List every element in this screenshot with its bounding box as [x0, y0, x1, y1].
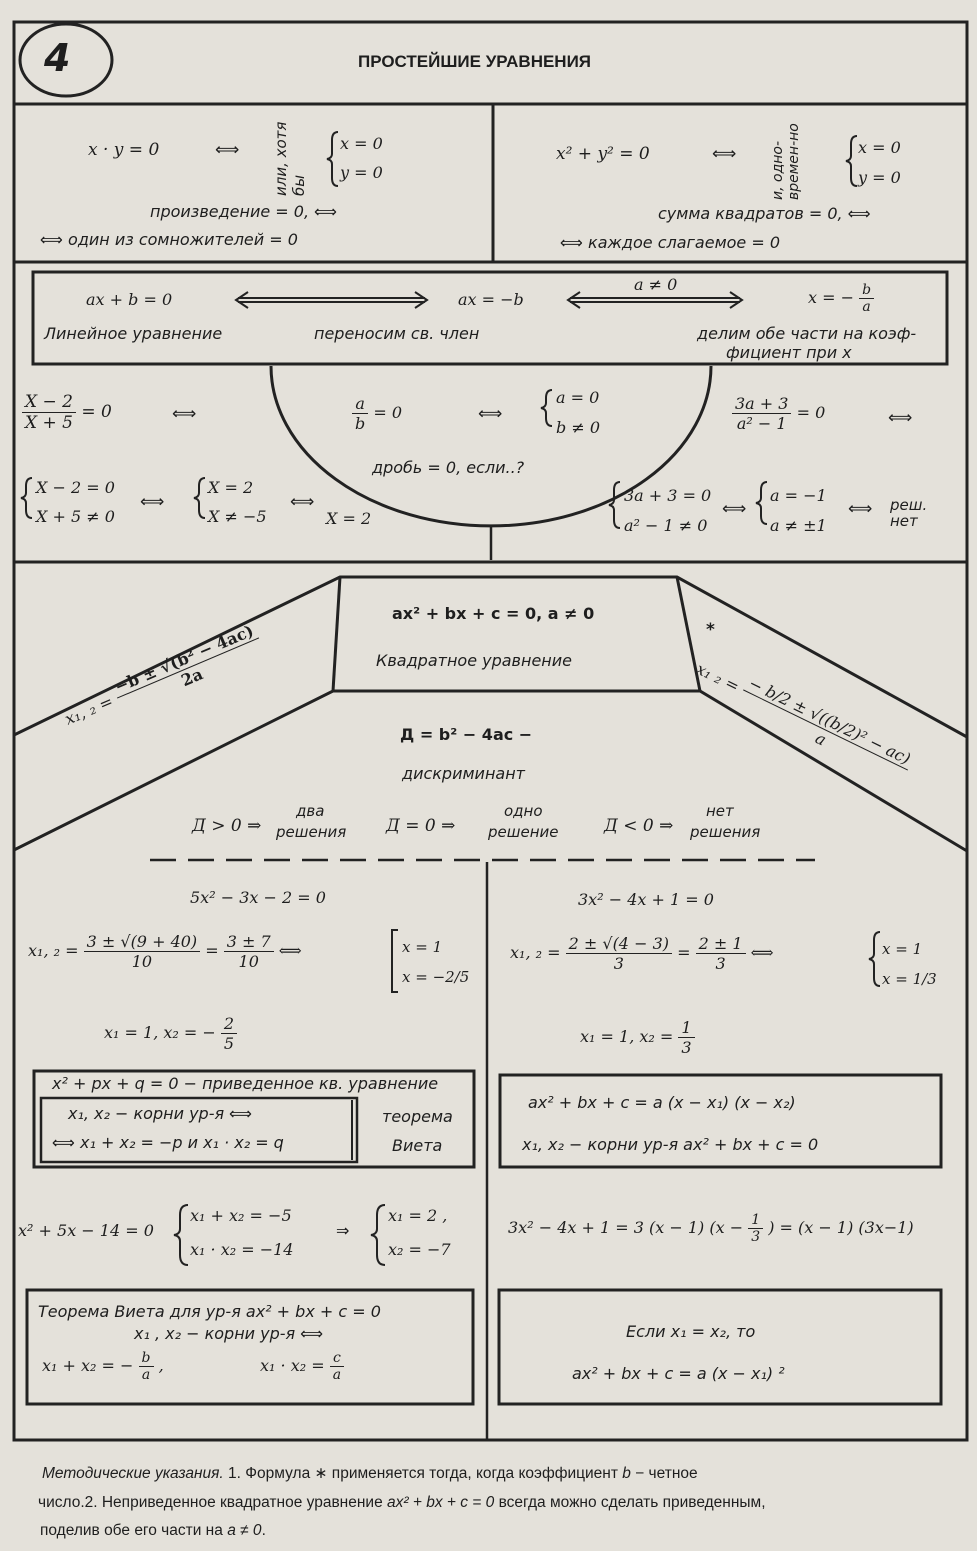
- disc-case-zero-a: одно: [504, 802, 543, 820]
- linear-moved: ax = −b: [458, 290, 524, 309]
- vieta-name-2: Виета: [392, 1136, 443, 1155]
- product-note: или, хотя бы: [272, 121, 308, 196]
- disc-case-negative-a: нет: [706, 802, 734, 820]
- fraction-ex1-sys-3: X = 2: [208, 478, 254, 497]
- fraction-iff-5: ⟺: [290, 492, 315, 512]
- footer-line-3: поделив обе его части на a ≠ 0.: [40, 1522, 266, 1539]
- product-equation: x · y = 0: [88, 140, 160, 160]
- product-case-2: y = 0: [340, 163, 383, 182]
- header-number-circle: [18, 22, 114, 98]
- product-case-1: x = 0: [340, 134, 383, 153]
- example-left-equation: 5x² − 3x − 2 = 0: [190, 888, 326, 907]
- squares-rule-1: сумма квадратов = 0, ⟺: [658, 204, 871, 223]
- linear-step-2a: делим обе части на коэф-: [697, 324, 917, 343]
- fraction-iff-3: ⟺: [888, 408, 913, 428]
- fraction-ex1-sys-2: X + 5 ≠ 0: [36, 507, 115, 526]
- double-root-line-1: Если x₁ = x₂, то: [626, 1322, 756, 1341]
- fraction-ex1-sys-4: X ≠ −5: [208, 507, 267, 526]
- linear-label: Линейное уравнение: [44, 324, 223, 343]
- vieta-name-1: теорема: [382, 1107, 453, 1126]
- outer-frame: [12, 20, 969, 1442]
- factor-line-1: ax² + bx + c = a (x − x₁) (x − x₂): [528, 1093, 796, 1112]
- fraction-iff-6: ⟺: [722, 499, 747, 519]
- squares-iff-arrow: ⟺: [712, 144, 737, 164]
- fraction-ex2-sys-2: a² − 1 ≠ 0: [624, 516, 708, 535]
- squares-note: и, одно-времен-но: [770, 123, 802, 200]
- fraction-iff-1: ⟺: [172, 404, 197, 424]
- fraction-cond-2: b ≠ 0: [556, 418, 600, 437]
- linear-condition: a ≠ 0: [634, 275, 678, 294]
- vieta-general-line-2: x₁ , x₂ − корни ур-я ⟺: [134, 1324, 324, 1343]
- quadratic-equation: ax² + bx + c = 0, a ≠ 0: [392, 604, 595, 623]
- fraction-question: дробь = 0, если..?: [372, 458, 525, 477]
- disc-case-zero-b: решение: [488, 823, 559, 841]
- page-title: ПРОСТЕЙШИЕ УРАВНЕНИЯ: [358, 52, 592, 71]
- factor-line-2: x₁, x₂ − корни ур-я ax² + bx + c = 0: [522, 1135, 819, 1154]
- discriminant-label: дискриминант: [402, 764, 525, 783]
- linear-step-1: переносим св. член: [314, 324, 480, 343]
- example-right-equation: 3x² − 4x + 1 = 0: [578, 890, 714, 909]
- squares-rule-2: ⟺ каждое слагаемое = 0: [560, 233, 781, 252]
- example-left-root-2: x = −2/5: [402, 968, 470, 986]
- disc-case-positive-a: два: [296, 802, 325, 820]
- example-right-root-1: x = 1: [882, 940, 923, 958]
- disc-case-positive: Д > 0 ⇒: [192, 816, 262, 836]
- linear-step-2b: фициент при x: [726, 343, 852, 362]
- product-rule-1: произведение = 0, ⟺: [150, 202, 338, 221]
- fraction-ex1-sys-1: X − 2 = 0: [36, 478, 115, 497]
- vieta-example-root-2: x₂ = −7: [388, 1240, 451, 1259]
- fraction-ex2-sys-3: a = −1: [770, 486, 827, 505]
- fraction-ex2-sys-1: 3a + 3 = 0: [624, 486, 712, 505]
- vieta-example-root-1: x₁ = 2 ,: [388, 1206, 448, 1225]
- fraction-ex2-answer-2: нет: [890, 512, 918, 530]
- linear-equation: ax + b = 0: [86, 290, 173, 309]
- squares-case-2: y = 0: [858, 168, 901, 187]
- fraction-ex2-answer-1: реш.: [890, 496, 928, 514]
- vieta-example-sys-2: x₁ · x₂ = −14: [190, 1240, 294, 1259]
- double-root-line-2: ax² + bx + c = a (x − x₁) ²: [572, 1364, 785, 1383]
- fraction-ex2-sys-4: a ≠ ±1: [770, 516, 827, 535]
- vieta-title: x² + px + q = 0 − приведенное кв. уравне…: [52, 1074, 439, 1093]
- vieta-general-title: Теорема Виета для ур-я ax² + bx + c = 0: [38, 1302, 381, 1321]
- disc-case-zero: Д = 0 ⇒: [386, 816, 456, 836]
- section-number: 4: [44, 36, 71, 80]
- fraction-iff-4: ⟺: [140, 492, 165, 512]
- disc-case-negative: Д < 0 ⇒: [604, 816, 674, 836]
- footer-line-1: Методические указания. 1. Формула ∗ прим…: [42, 1465, 698, 1482]
- product-iff-arrow: ⟺: [215, 140, 240, 160]
- fraction-ex1-answer: X = 2: [326, 509, 372, 528]
- fraction-iff-7: ⟺: [848, 499, 873, 519]
- disc-case-positive-b: решения: [276, 823, 347, 841]
- star-marker: *: [706, 620, 715, 640]
- vieta-example-sys-1: x₁ + x₂ = −5: [190, 1206, 292, 1225]
- vieta-line-2: ⟺ x₁ + x₂ = −p и x₁ · x₂ = q: [52, 1133, 284, 1152]
- squares-case-1: x = 0: [858, 138, 901, 157]
- linear-box: [31, 270, 949, 366]
- disc-case-negative-b: решения: [690, 823, 761, 841]
- quadratic-label: Квадратное уравнение: [376, 651, 572, 670]
- example-left-root-1: x = 1: [402, 938, 443, 956]
- discriminant-formula: Д = b² − 4ac −: [400, 725, 533, 744]
- squares-equation: x² + y² = 0: [556, 144, 650, 164]
- fraction-iff-2: ⟺: [478, 404, 503, 424]
- footer-line-2: число.2. Неприведенное квадратное уравне…: [38, 1494, 766, 1511]
- vieta-example-arrow: ⇒: [336, 1221, 350, 1240]
- fraction-cond-1: a = 0: [556, 388, 600, 407]
- example-right-root-2: x = 1/3: [882, 970, 937, 988]
- vieta-example-equation: x² + 5x − 14 = 0: [18, 1221, 154, 1240]
- vieta-line-1: x₁, x₂ − корни ур-я ⟺: [68, 1104, 253, 1123]
- product-rule-2: ⟺ один из сомножителей = 0: [40, 230, 298, 249]
